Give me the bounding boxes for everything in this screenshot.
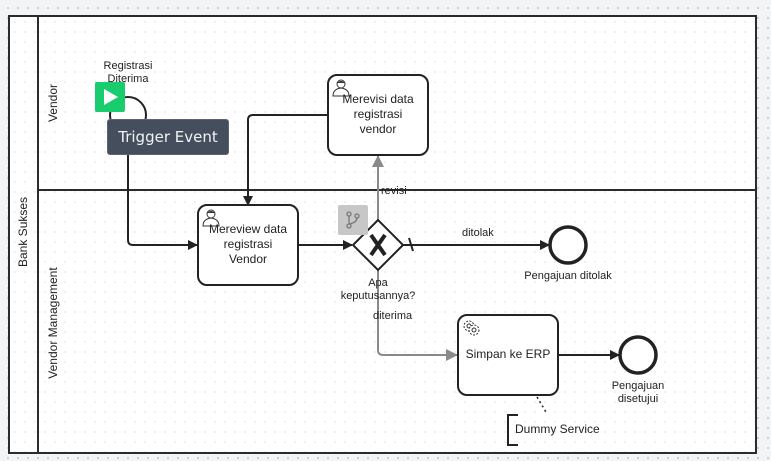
git-branch-icon <box>346 211 360 229</box>
gateway-x-icon <box>369 233 387 257</box>
end-event-ditolak[interactable] <box>548 225 588 265</box>
annotation-text: Dummy Service <box>515 422 600 436</box>
task-simpan-erp-label: Simpan ke ERP <box>465 347 551 361</box>
flow-label-revisi: revisi <box>381 185 407 197</box>
lane-label-vendor-management: Vendor Management <box>46 267 60 379</box>
pool-label: Bank Sukses <box>16 196 30 267</box>
end-event-disetujui-label: Pengajuan disetujui <box>611 380 665 405</box>
flow-label-diterima: diterima <box>373 310 413 322</box>
gear-icon <box>463 320 480 336</box>
flow-start-to-review[interactable] <box>127 155 198 250</box>
default-flow-marker <box>408 237 414 252</box>
user-icon <box>202 209 220 227</box>
gateway-label: Apa keputusannya? <box>340 277 416 302</box>
flow-diterima[interactable] <box>377 270 458 361</box>
end-event-ditolak-label: Pengajuan ditolak <box>524 270 612 282</box>
task-merevisi-label: Merevisi data registrasi vendor <box>342 92 414 136</box>
flow-label-ditolak: ditolak <box>462 227 494 239</box>
play-button[interactable] <box>95 82 125 112</box>
lane-label-vendor: Vendor <box>46 83 60 123</box>
task-mereview-label: Mereview data registrasi Vendor <box>208 222 288 266</box>
task-mereview[interactable] <box>197 204 299 286</box>
start-event-label: Registrasi Diterima <box>103 60 153 85</box>
user-icon <box>332 79 350 97</box>
task-simpan-erp[interactable] <box>457 314 559 396</box>
flow-revise-to-review[interactable] <box>243 114 328 206</box>
play-icon <box>104 89 118 105</box>
annotation-association <box>536 396 547 413</box>
trigger-event-button[interactable]: Trigger Event <box>107 119 229 155</box>
annotation-bracket <box>507 414 518 446</box>
branch-icon-button[interactable] <box>338 205 368 235</box>
task-merevisi[interactable] <box>327 74 429 156</box>
end-event-disetujui[interactable] <box>618 335 658 375</box>
